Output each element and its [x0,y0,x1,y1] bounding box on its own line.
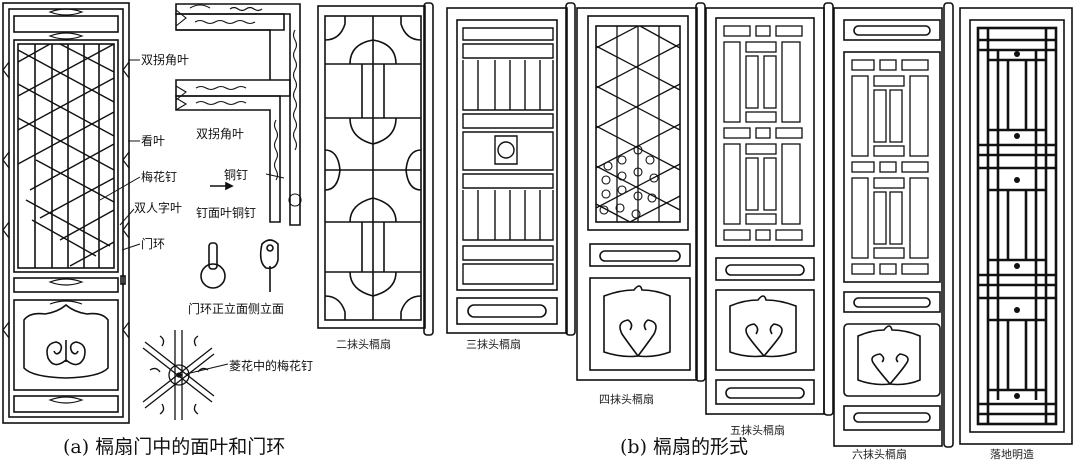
label-door-six-rail: 六抹头槅扇 [852,448,907,461]
door-ring-elevations [200,239,279,292]
door-six-rail [833,2,954,448]
leader-lines-a [99,59,141,251]
door-three-rail [446,2,576,336]
leader-lines-detail [265,173,285,179]
label-double-corner-leaf: 双拐角叶 [141,53,190,67]
door-a-main [2,2,130,424]
door-five-rail [705,2,834,416]
label-door-full-lattice: 落地明造 [990,448,1034,461]
label-copper-nail: 铜钉 [224,168,249,182]
label-door-two-rail: 二抹头槅扇 [336,338,391,351]
caption-part-b: (b) 槅扇的形式 [620,436,749,458]
door-four-rail [576,2,706,382]
label-door-four-rail: 四抹头槅扇 [599,393,654,406]
label-ring-elevations: 门环正立面侧立面 [188,302,285,316]
lozenge-plum-nail [142,330,229,420]
label-double-corner-leaf-detail: 双拐角叶 [196,127,245,141]
label-plum-nail-in-lozenge: 菱花中的梅花钉 [229,359,314,373]
label-plum-nail: 梅花钉 [141,170,178,184]
door-two-rail [317,2,434,336]
label-door-five-rail: 五抹头槅扇 [730,424,785,437]
label-face-leaf: 看叶 [141,134,166,148]
door-full-lattice [959,7,1073,445]
corner-leaf-detail [175,3,302,226]
label-face-leaf-copper-nail: 钉面叶铜钉 [196,206,257,220]
label-door-three-rail: 三抹头槅扇 [466,338,521,351]
label-door-ring: 门环 [141,237,166,251]
label-double-ren-leaf: 双人字叶 [134,201,183,215]
caption-part-a: (a) 槅扇门中的面叶和门环 [63,436,286,458]
